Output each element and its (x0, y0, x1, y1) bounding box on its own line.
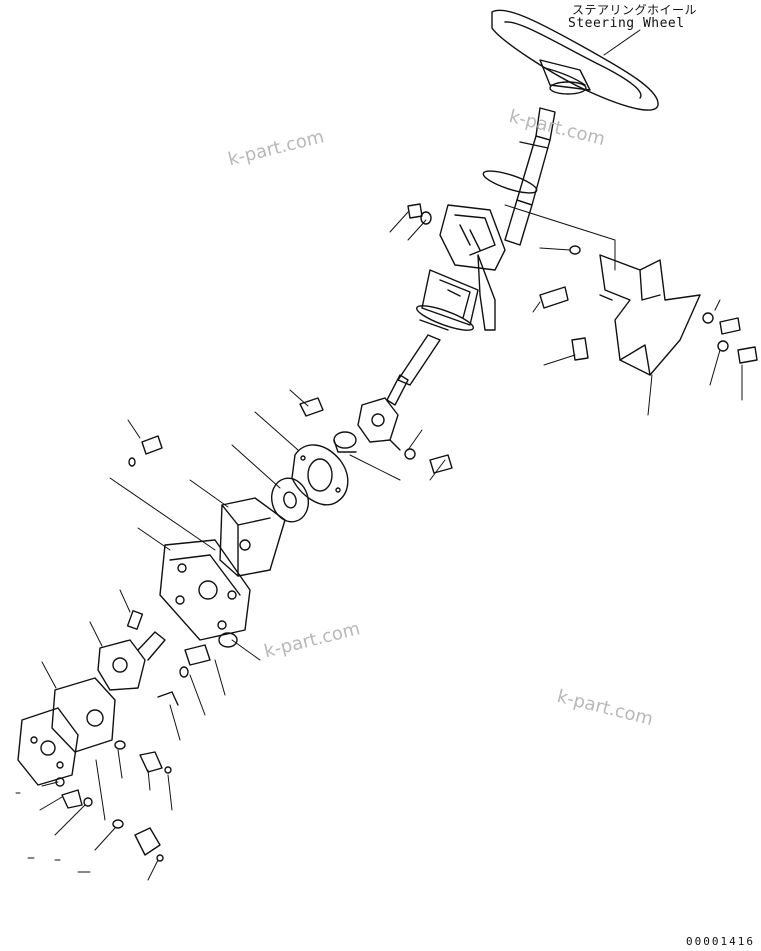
callout-label-en: Steering Wheel (568, 16, 685, 31)
cushion-block (219, 497, 286, 577)
bolts (141, 203, 758, 474)
flange-plate (291, 444, 349, 506)
collar-washer (482, 170, 538, 194)
washers (128, 211, 729, 467)
drawing-number: 00001416 (686, 935, 755, 948)
fittings (55, 632, 238, 862)
lower-shaft (386, 334, 441, 406)
callout-leader (603, 29, 641, 56)
leader-lines (15, 204, 743, 881)
bushing (333, 431, 357, 453)
steering-shaft (504, 107, 556, 246)
steering-wheel (491, 9, 659, 111)
column-housing (416, 269, 479, 331)
mounting-plate (159, 539, 251, 641)
hydraulic-pump (17, 677, 116, 786)
side-bracket (599, 254, 701, 376)
adapter-flange (97, 610, 166, 691)
callout-label-jp: ステアリングホイール (572, 3, 698, 17)
rubber-disc (271, 477, 309, 523)
column-bracket (439, 204, 506, 331)
universal-joint (357, 397, 401, 451)
